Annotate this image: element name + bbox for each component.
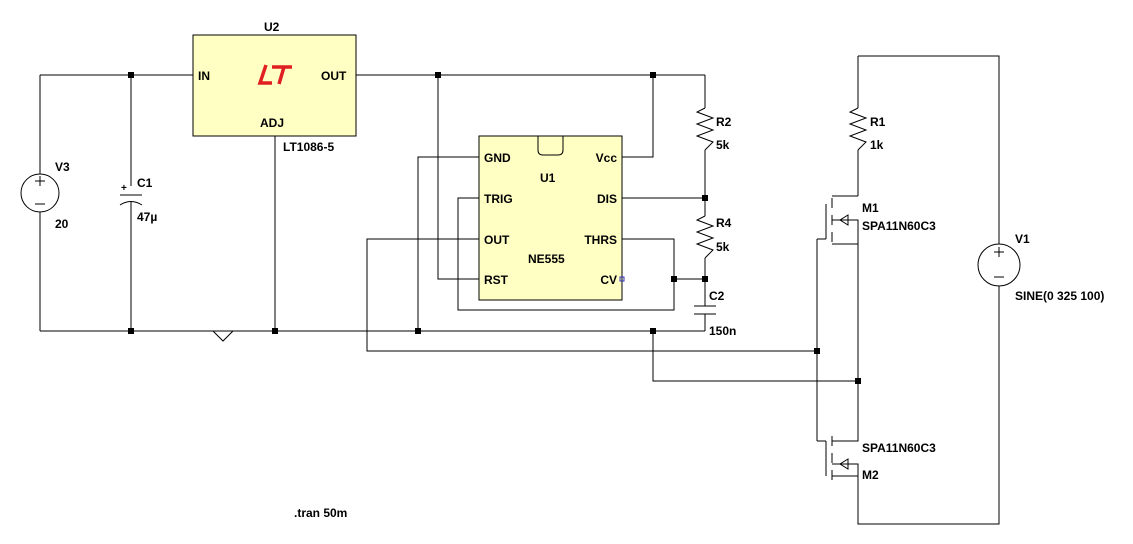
u1-body (478, 135, 623, 301)
junction (650, 328, 656, 334)
m2-ref-label: M2 (862, 468, 879, 482)
linear-technology-logo-icon (257, 64, 292, 85)
wire-ground-mos (652, 331, 858, 382)
mosfet-m2[interactable]: SPA11N60C3 M2 (825, 426, 936, 482)
u1-ref-label: U1 (540, 171, 556, 185)
logo-stroke-t (272, 65, 292, 85)
c2-ref-label: C2 (709, 289, 725, 303)
timer-u1[interactable]: U1 NE555 GND TRIG OUT RST Vcc DIS THRS C… (478, 135, 625, 301)
c1-polarity-label: + (121, 183, 127, 194)
resistor-r2[interactable]: R2 5k (695, 107, 732, 152)
junction (814, 348, 820, 354)
resistor-zigzag-icon (695, 107, 715, 151)
capacitor-c1[interactable]: + C1 47µ (119, 176, 157, 224)
v3-ref-label: V3 (55, 160, 70, 174)
junction (650, 72, 656, 78)
junction (435, 72, 441, 78)
u2-part-label: LT1086-5 (283, 140, 334, 154)
voltage-source-icon (20, 173, 60, 213)
u2-pin-out: OUT (321, 69, 347, 83)
wire-m2-source (857, 286, 1000, 525)
r2-ref-label: R2 (716, 115, 732, 129)
v1-ref-label: V1 (1015, 232, 1030, 246)
junctions (128, 72, 861, 384)
source-v1[interactable]: V1 SINE(0 325 100) (977, 232, 1104, 303)
capacitor-plate-icon (694, 305, 716, 315)
junction (128, 328, 134, 334)
mosfet-arrow-icon (839, 214, 849, 226)
u1-pin-vcc: Vcc (596, 151, 618, 165)
logo-stroke-l (257, 64, 272, 85)
wire-thrs (622, 238, 675, 279)
resistor-r4[interactable]: R4 5k (695, 215, 732, 259)
r2-value-label: 5k (716, 138, 730, 152)
wire-rst (437, 75, 479, 280)
m1-ref-label: M1 (862, 201, 879, 215)
c1-value-label: 47µ (137, 210, 157, 224)
u1-pin-out: OUT (484, 233, 510, 247)
u2-body (192, 34, 357, 137)
mosfet-drain-icon (832, 426, 859, 442)
v1-value-label: SINE(0 325 100) (1015, 289, 1104, 303)
plus-sign-icon (994, 247, 1004, 257)
capacitor-curved-plate-icon (119, 201, 143, 206)
u2-pin-adj: ADJ (260, 116, 284, 130)
u1-pin-thrs: THRS (584, 233, 617, 247)
voltage-source-icon (977, 243, 1021, 287)
mosfet-m1[interactable]: M1 SPA11N60C3 (825, 195, 936, 245)
resistor-r1[interactable]: R1 1k (848, 107, 886, 152)
u2-pin-in: IN (198, 69, 210, 83)
wire-gnd-pin (417, 156, 479, 331)
u1-pin-trig: TRIG (484, 192, 513, 206)
junction (272, 328, 278, 334)
junction (855, 378, 861, 384)
r1-ref-label: R1 (870, 115, 886, 129)
m1-part-label: SPA11N60C3 (862, 219, 936, 233)
u1-pin-gnd: GND (484, 151, 511, 165)
resistor-zigzag-icon (848, 107, 868, 151)
junction (128, 72, 134, 78)
unconnected-pin-icon (619, 276, 625, 282)
mosfet-arrow-icon (839, 458, 849, 470)
c1-ref-label: C1 (137, 176, 153, 190)
wire-power-top (858, 55, 1000, 244)
c2-value-label: 150n (709, 324, 736, 338)
junction (415, 328, 421, 334)
regulator-u2[interactable]: U2 IN OUT ADJ LT1086-5 (192, 20, 357, 154)
r4-value-label: 5k (716, 240, 730, 254)
v3-value-label: 20 (55, 217, 69, 231)
wire-vcc (622, 75, 654, 158)
junction (702, 276, 708, 282)
m2-part-label: SPA11N60C3 (862, 441, 936, 455)
capacitor-c2[interactable]: C2 150n (694, 289, 736, 338)
wires (39, 55, 1000, 525)
u2-ref-label: U2 (264, 20, 280, 34)
plus-sign-icon (35, 176, 45, 186)
resistor-zigzag-icon (695, 215, 715, 259)
junction (671, 276, 677, 282)
wire-trig (457, 197, 675, 311)
ground-symbol-icon (212, 330, 234, 342)
tran-directive[interactable]: .tran 50m (294, 506, 347, 520)
wire-out-gate (366, 238, 817, 352)
r4-ref-label: R4 (716, 216, 732, 230)
u1-notch-icon (537, 136, 564, 156)
junction (702, 195, 708, 201)
u1-part-label: NE555 (528, 252, 565, 266)
r1-value-label: 1k (870, 138, 884, 152)
source-v3[interactable]: V3 20 (20, 160, 70, 231)
mosfet-source-icon (832, 463, 859, 477)
u1-pin-dis: DIS (597, 192, 617, 206)
u1-pin-rst: RST (484, 273, 509, 287)
u1-pin-cv: CV (600, 273, 617, 287)
